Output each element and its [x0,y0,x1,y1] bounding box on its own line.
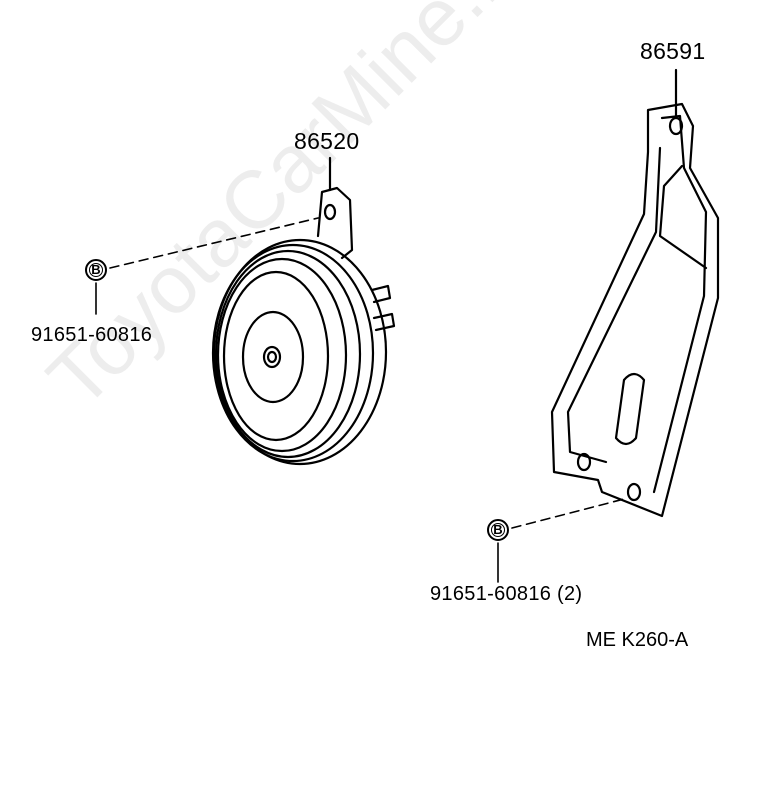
horn-86520-drawing [211,156,396,466]
bracket-bolt-part-number[interactable]: 91651-60816 (2) [430,583,583,605]
horn-rim-outer [211,243,375,463]
bracket-bolt-dashed-leader [511,497,629,529]
horn-rim-inner [214,249,362,459]
bracket-86591-drawing [550,68,720,518]
horn-bolt-symbol: B [85,259,107,281]
diagram-code: ME K260-A [586,629,689,651]
horn-part-number[interactable]: 86520 [294,128,360,154]
horn-face-outer [216,257,348,453]
bracket-adjust-slot [614,372,646,446]
bracket-inner-edge [652,114,708,494]
horn-tab-bolt-hole [323,203,337,221]
bracket-bolt-symbol: B [487,519,509,541]
horn-face-ring [222,270,330,442]
horn-bolt-dashed-leader [109,217,319,269]
bracket-outer-outline [550,102,720,518]
horn-bolt-part-number[interactable]: 91651-60816 [31,324,153,346]
horn-center-bolt [266,350,278,364]
bracket-part-number[interactable]: 86591 [640,38,706,64]
horn-terminal-upper [370,284,392,304]
horn-mounting-tab [316,186,354,260]
bracket-lower-right-hole [626,482,642,502]
bracket-flange-fold [658,164,708,270]
bracket-lower-left-hole [576,452,592,472]
horn-diaphragm [241,310,305,404]
horn-center-nut [262,345,282,369]
